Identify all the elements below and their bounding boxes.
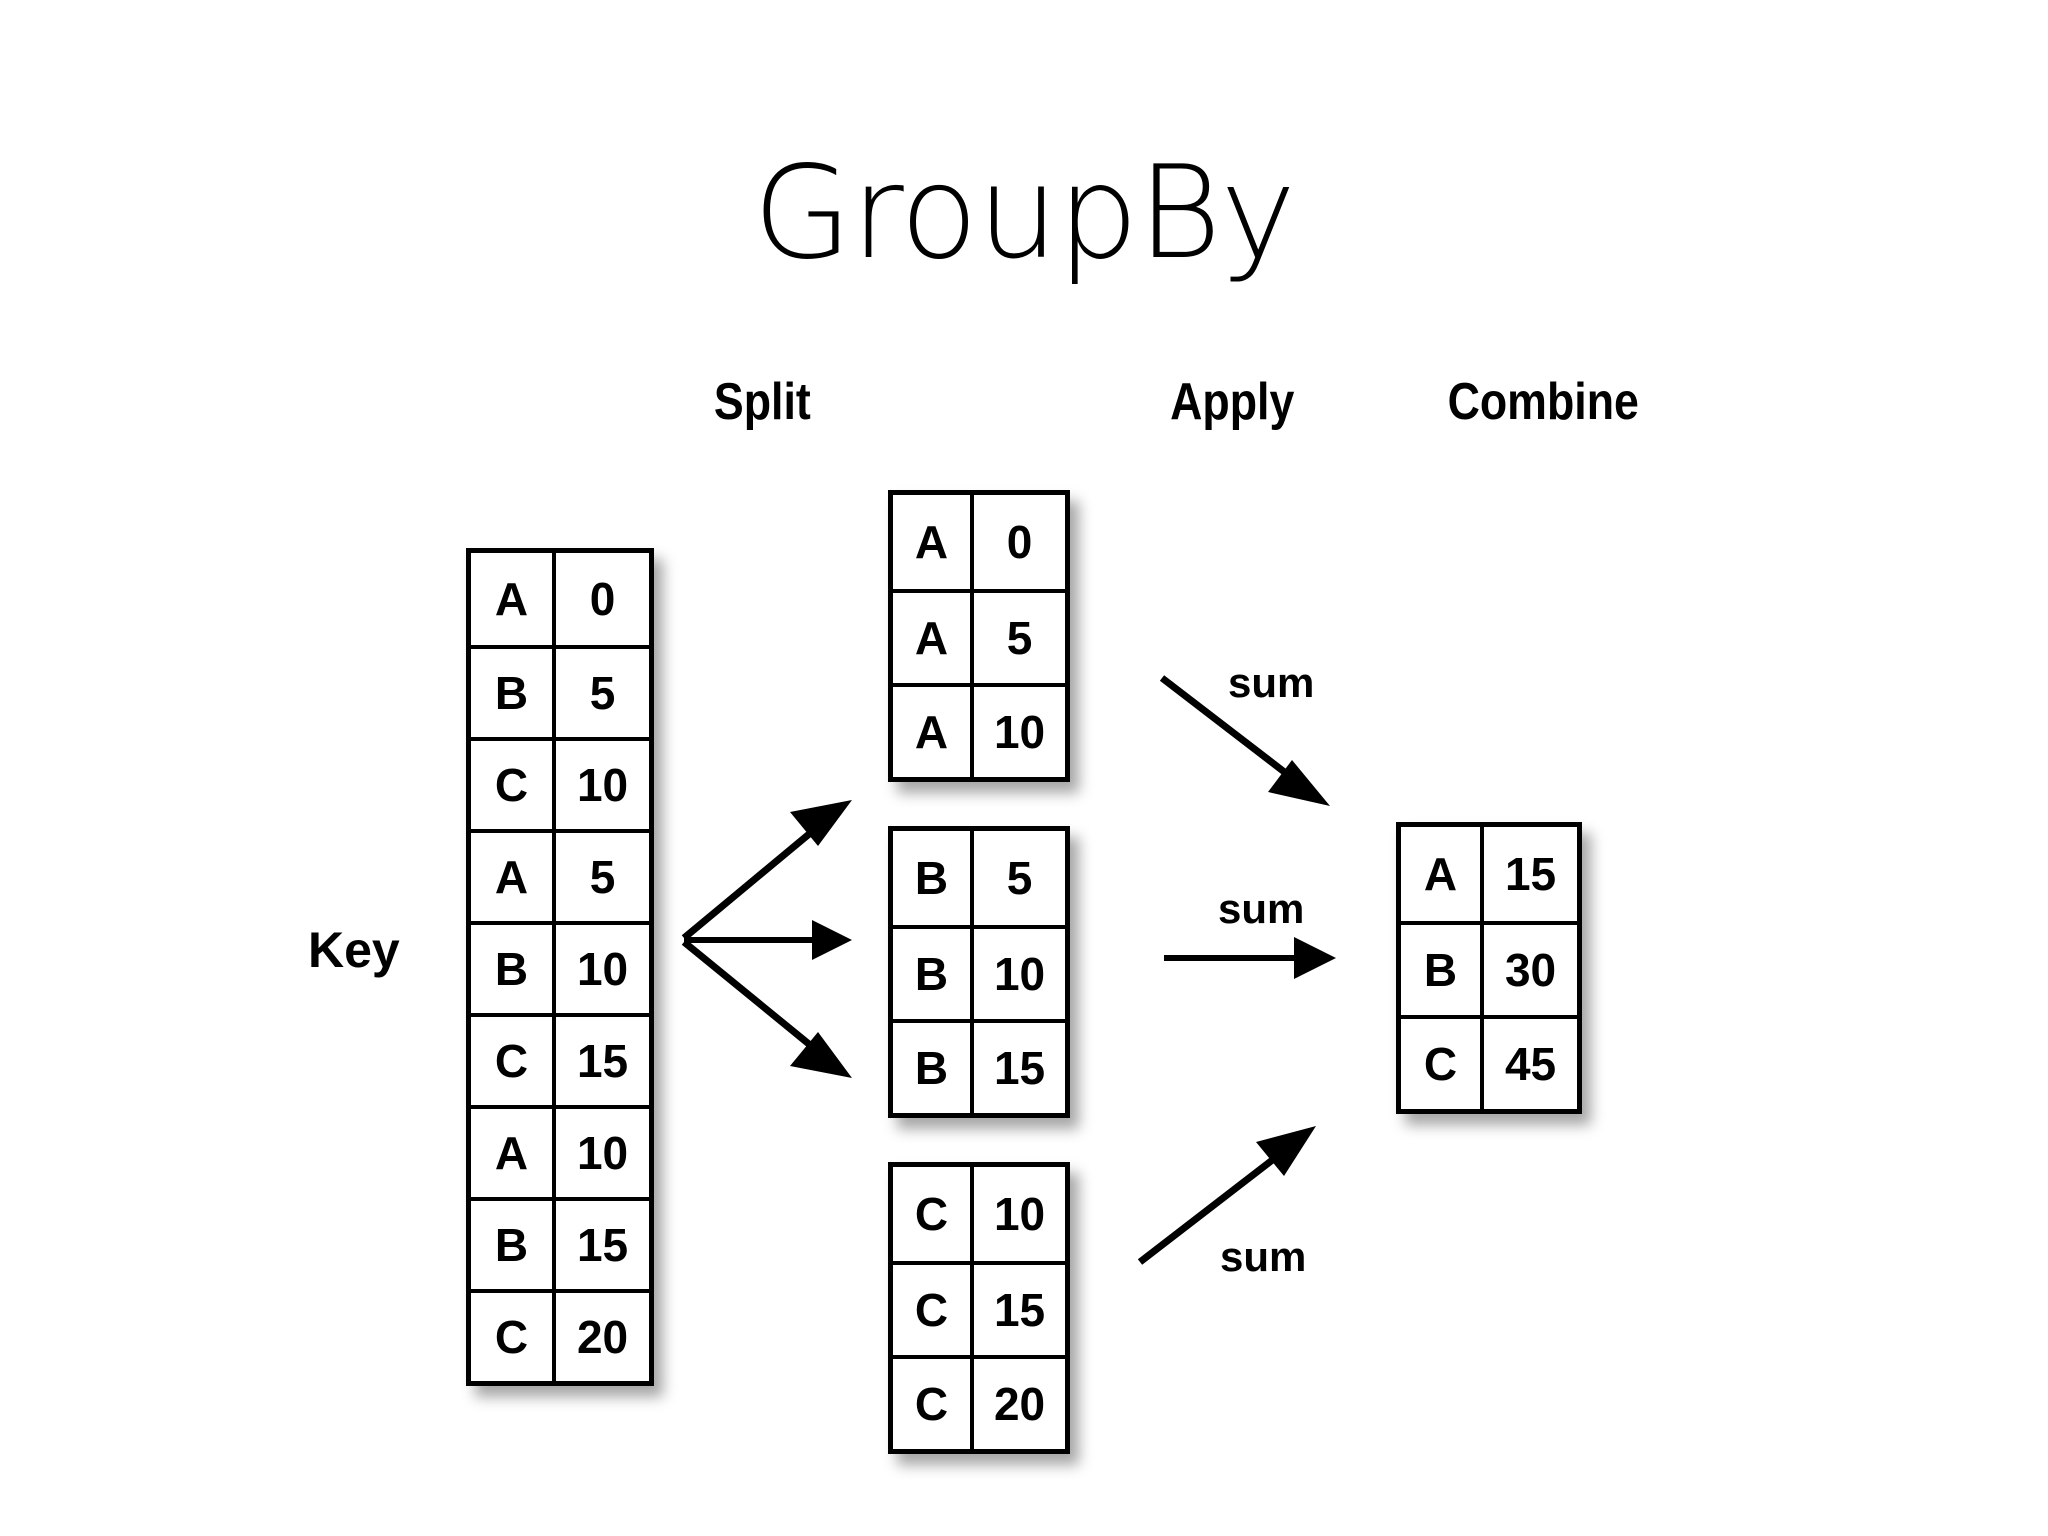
cell-key: C [471, 1293, 557, 1381]
cell-key: C [893, 1167, 975, 1261]
cell-key: C [471, 1017, 557, 1105]
cell-key: B [893, 929, 975, 1019]
cell-value: 20 [993, 1378, 1046, 1430]
cell-value: 10 [576, 759, 629, 811]
key-axis-label: Key [308, 922, 400, 978]
cell-key: C [1401, 1019, 1485, 1109]
cell-value: 15 [1504, 848, 1557, 900]
table-row: C 20 [471, 1289, 649, 1381]
cell-key: A [893, 687, 975, 777]
cell-key: A [893, 593, 975, 683]
key-table: A 0 B 5 C 10 A 5 B 10 C 15 A 10 B 15 [466, 548, 654, 1386]
cell-key: C [893, 1359, 975, 1449]
cell-key: B [471, 649, 557, 737]
apply-label-middle: sum [1218, 885, 1305, 932]
cell-value: 10 [576, 1127, 629, 1179]
table-row: B 5 [893, 831, 1065, 925]
table-row: A 0 [471, 553, 649, 645]
cell-value: 10 [993, 948, 1046, 1000]
stage-header-split: Split [713, 373, 811, 431]
table-row: A 15 [1401, 827, 1577, 921]
stage-header-combine: Combine [1447, 373, 1639, 431]
table-row: C 20 [893, 1355, 1065, 1449]
combine-table: A 15 B 30 C 45 [1396, 822, 1582, 1114]
group-table-a: A 0 A 5 A 10 [888, 490, 1070, 782]
page-title: GroupBy [752, 139, 1296, 288]
cell-value: 20 [576, 1311, 629, 1363]
table-row: B 15 [471, 1197, 649, 1289]
cell-value: 0 [1006, 516, 1033, 568]
apply-label-bottom: sum [1220, 1233, 1307, 1280]
cell-value: 15 [993, 1042, 1046, 1094]
split-arrow-up [681, 800, 852, 941]
cell-value: 5 [1006, 852, 1033, 904]
table-row: A 10 [893, 683, 1065, 777]
table-row: B 30 [1401, 921, 1577, 1015]
cell-value: 45 [1504, 1038, 1557, 1090]
cell-value: 10 [993, 1188, 1046, 1240]
table-row: A 5 [471, 829, 649, 921]
apply-label-top: sum [1228, 659, 1315, 706]
cell-value: 5 [589, 851, 616, 903]
table-row: B 10 [471, 921, 649, 1013]
table-row: C 15 [471, 1013, 649, 1105]
table-row: C 45 [1401, 1015, 1577, 1109]
cell-value: 30 [1504, 944, 1557, 996]
cell-key: A [471, 1109, 557, 1197]
table-row: C 10 [893, 1167, 1065, 1261]
table-row: C 10 [471, 737, 649, 829]
group-table-c: C 10 C 15 C 20 [888, 1162, 1070, 1454]
cell-key: A [893, 495, 975, 589]
cell-key: B [1401, 925, 1485, 1015]
cell-key: C [471, 741, 557, 829]
cell-value: 10 [993, 706, 1046, 758]
cell-value: 15 [993, 1284, 1046, 1336]
split-arrow-down [681, 939, 852, 1078]
cell-key: B [893, 1023, 975, 1113]
cell-key: A [471, 553, 557, 645]
cell-key: B [893, 831, 975, 925]
table-row: B 15 [893, 1019, 1065, 1113]
cell-key: A [1401, 827, 1485, 921]
cell-key: A [471, 833, 557, 921]
table-row: A 5 [893, 589, 1065, 683]
cell-key: C [893, 1265, 975, 1355]
cell-value: 15 [576, 1035, 629, 1087]
cell-value: 0 [589, 573, 616, 625]
apply-arrow-middle [1164, 937, 1336, 979]
group-table-b: B 5 B 10 B 15 [888, 826, 1070, 1118]
cell-value: 15 [576, 1219, 629, 1271]
table-row: A 0 [893, 495, 1065, 589]
table-row: C 15 [893, 1261, 1065, 1355]
cell-value: 10 [576, 943, 629, 995]
cell-key: B [471, 925, 557, 1013]
split-arrow-straight [684, 920, 852, 960]
cell-value: 5 [589, 667, 616, 719]
table-row: B 10 [893, 925, 1065, 1019]
stage-header-apply: Apply [1170, 373, 1295, 431]
table-row: B 5 [471, 645, 649, 737]
table-row: A 10 [471, 1105, 649, 1197]
cell-key: B [471, 1201, 557, 1289]
cell-value: 5 [1006, 612, 1033, 664]
